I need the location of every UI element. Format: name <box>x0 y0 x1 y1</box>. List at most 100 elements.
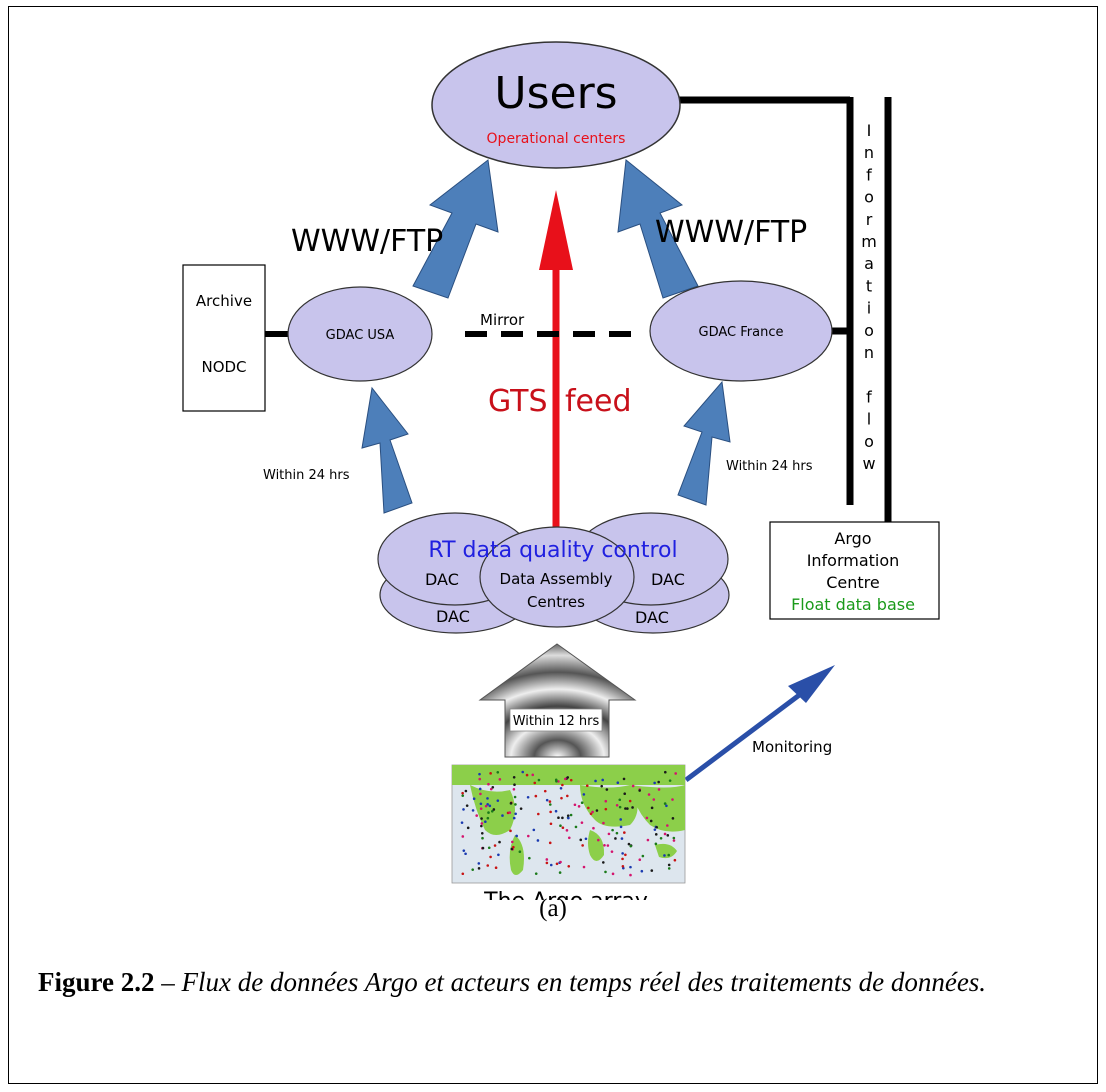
float-dot <box>560 796 563 800</box>
arrow-dac-to-gdac-france <box>677 380 731 506</box>
float-dot <box>518 850 522 854</box>
within-12-box <box>509 708 603 732</box>
float-dot <box>514 803 517 806</box>
float-dot <box>549 810 552 814</box>
float-dot <box>549 822 553 826</box>
float-dot <box>486 803 489 806</box>
float-dot <box>484 804 488 808</box>
float-dot <box>574 825 578 829</box>
float-dot <box>462 808 465 811</box>
float-dot <box>561 783 564 787</box>
float-dot <box>487 811 490 814</box>
float-dot <box>604 807 608 811</box>
float-dot <box>508 811 512 814</box>
float-dot <box>462 849 466 852</box>
float-dot <box>627 842 631 846</box>
float-dot <box>478 787 482 791</box>
mirror-label: Mirror <box>480 311 525 329</box>
aic-line2: Information <box>807 551 900 570</box>
float-dot <box>628 799 632 803</box>
float-dot <box>480 832 484 835</box>
float-dot <box>666 834 670 837</box>
float-dot <box>663 832 667 836</box>
gdac-usa-ellipse <box>287 286 433 382</box>
float-dot <box>579 838 583 842</box>
float-dot <box>615 831 619 835</box>
float-dot <box>512 787 516 791</box>
aic-line4: Float data base <box>791 595 915 614</box>
float-dot <box>600 784 604 788</box>
information-flow-letter: i <box>867 299 871 318</box>
float-dot <box>673 858 677 862</box>
float-dot <box>659 836 663 840</box>
float-dot <box>621 857 624 861</box>
information-flow-letter: r <box>866 210 873 229</box>
dac-center-ellipse <box>479 526 635 628</box>
float-dot <box>513 795 517 799</box>
float-dot <box>641 854 645 858</box>
rt-qc-label: RT data quality control <box>428 538 677 563</box>
float-dot <box>581 844 584 847</box>
dac-center-line1: Data Assembly <box>500 570 613 588</box>
float-dot <box>674 772 677 775</box>
float-dot <box>667 863 671 867</box>
float-dot <box>580 801 584 805</box>
float-dot <box>567 864 571 868</box>
float-dot <box>647 793 651 796</box>
float-dot <box>480 817 483 820</box>
float-dot <box>480 824 483 828</box>
float-dot <box>650 806 654 810</box>
float-dot <box>478 777 482 781</box>
float-dot <box>545 861 549 865</box>
float-dot <box>654 833 658 836</box>
float-dot <box>564 777 567 781</box>
float-dot <box>493 844 497 847</box>
float-dot <box>477 867 481 870</box>
float-dot <box>534 872 538 875</box>
nodc-label: NODC <box>201 358 246 376</box>
float-dot <box>472 797 476 801</box>
float-dot <box>480 822 484 825</box>
float-dot <box>582 793 586 796</box>
float-dot <box>543 789 547 793</box>
float-dot <box>509 829 512 833</box>
dac-label-1: DAC <box>425 570 459 589</box>
float-dot <box>548 841 552 845</box>
float-dot <box>461 872 465 876</box>
float-dot <box>663 854 666 857</box>
float-dot <box>624 807 627 810</box>
float-dot <box>479 802 483 806</box>
dac-label-2: DAC <box>436 607 470 626</box>
float-dot <box>565 829 569 832</box>
float-dot <box>484 820 487 824</box>
caption-dash: – <box>154 967 182 997</box>
information-flow-letter: f <box>866 165 872 184</box>
float-dot <box>602 821 605 825</box>
float-dot <box>559 824 562 828</box>
float-dot <box>512 776 516 779</box>
figure-caption: Figure 2.2 – Flux de données Argo et act… <box>38 962 1078 1002</box>
float-dot <box>595 809 599 812</box>
float-dot <box>631 806 634 809</box>
float-dot <box>479 807 483 810</box>
information-flow-letter: I <box>867 121 872 140</box>
float-dot <box>602 861 605 864</box>
float-dot <box>652 798 656 801</box>
float-dot <box>604 799 608 803</box>
float-dot <box>532 828 536 832</box>
float-dot <box>619 818 622 821</box>
dac-label-4: DAC <box>635 608 669 627</box>
within-24-right: Within 24 hrs <box>726 459 813 474</box>
float-dot <box>649 819 653 823</box>
float-dot <box>654 842 658 846</box>
float-dot <box>561 816 564 820</box>
float-dot <box>464 789 468 793</box>
float-dot <box>577 805 581 808</box>
float-dot <box>491 785 495 789</box>
float-dot <box>585 784 589 788</box>
float-dot <box>533 781 537 785</box>
float-dot <box>592 826 595 830</box>
float-dot <box>573 803 577 807</box>
users-subtitle: Operational centers <box>487 131 626 147</box>
float-dot <box>629 873 632 877</box>
